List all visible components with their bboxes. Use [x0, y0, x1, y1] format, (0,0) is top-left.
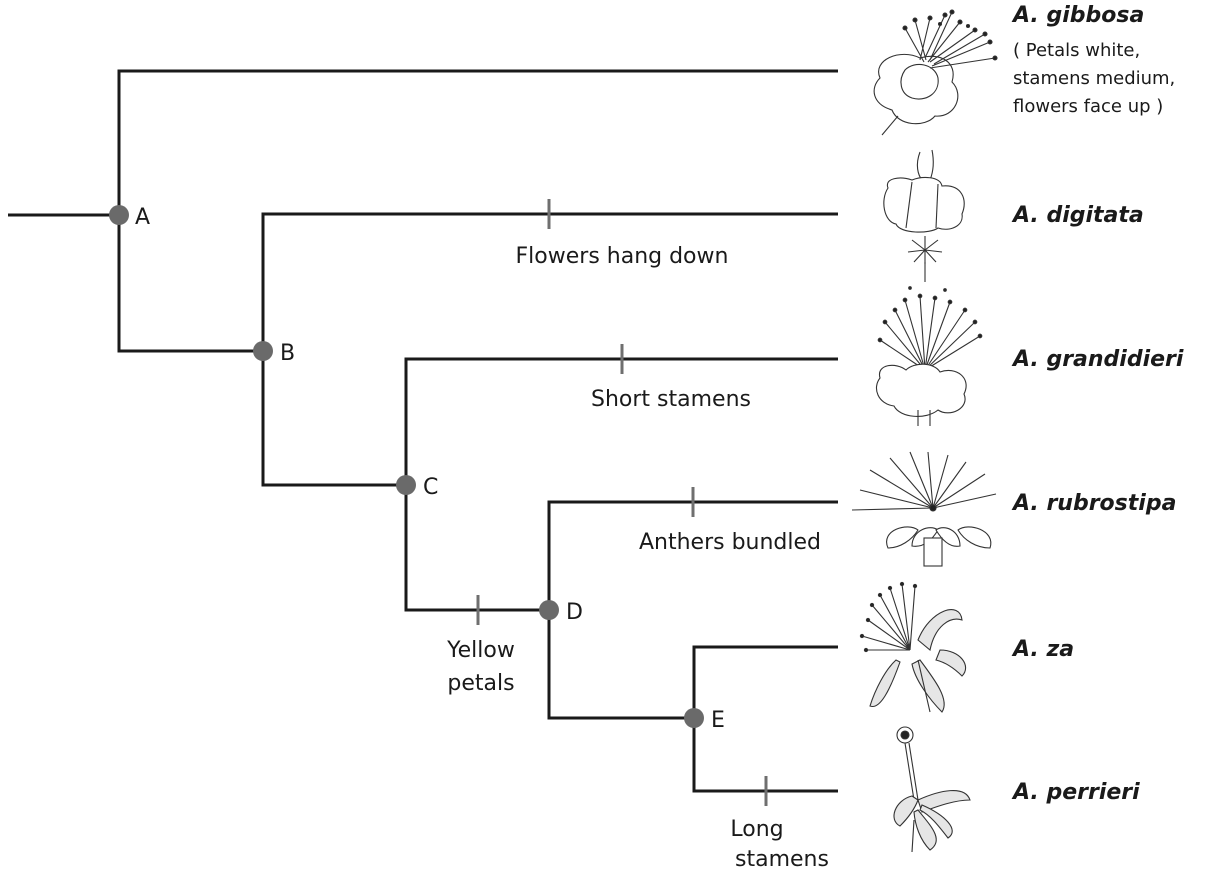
taxon-perrieri-name: A. perrieri — [1011, 780, 1140, 805]
node-d-label: D — [566, 600, 583, 625]
node-c-label: C — [423, 475, 438, 500]
taxon-gibbosa-note-3: flowers face up ) — [1013, 96, 1163, 117]
flower-gibbosa-icon — [874, 10, 997, 135]
flower-perrieri-icon — [894, 727, 970, 852]
taxon-digitata-name: A. digitata — [1011, 203, 1144, 228]
node-b-label: B — [280, 341, 295, 366]
trait-labels: Flowers hang down Short stamens Anthers … — [446, 244, 829, 871]
flower-grandidieri-icon — [876, 287, 981, 426]
taxon-gibbosa-note-2: stamens medium, — [1013, 68, 1175, 89]
branch-gibbosa — [119, 71, 838, 215]
branch-rubrostipa — [549, 502, 838, 610]
tree-branches — [8, 71, 838, 791]
taxon-labels: A. gibbosa ( Petals white, stamens mediu… — [1011, 3, 1184, 805]
trait-long-line2: stamens — [735, 847, 829, 871]
taxon-za-name: A. za — [1011, 637, 1074, 662]
tree-nodes: A B C D E — [109, 205, 725, 733]
branch-d-to-e — [549, 610, 694, 718]
taxon-grandidieri-name: A. grandidieri — [1011, 347, 1184, 372]
node-e-label: E — [711, 708, 725, 733]
taxon-rubrostipa-name: A. rubrostipa — [1011, 491, 1176, 516]
branch-b-to-c — [263, 351, 406, 485]
trait-flowers-hang-down: Flowers hang down — [516, 244, 729, 269]
node-c-dot — [396, 475, 416, 495]
node-e-dot — [684, 708, 704, 728]
node-b-dot — [253, 341, 273, 361]
flower-rubrostipa-icon — [852, 452, 996, 566]
trait-long-line1: Long — [730, 817, 783, 842]
trait-short-stamens: Short stamens — [591, 387, 751, 412]
branch-c-to-d — [406, 485, 549, 610]
trait-yellow-line1: Yellow — [446, 638, 515, 663]
trait-anthers-bundled: Anthers bundled — [639, 530, 821, 555]
flower-za-icon — [860, 582, 965, 712]
node-a-label: A — [135, 205, 150, 230]
branch-grandidieri — [406, 359, 838, 485]
taxon-gibbosa-name: A. gibbosa — [1011, 3, 1144, 28]
branch-a-to-b — [119, 215, 263, 351]
flower-digitata-icon — [884, 150, 964, 282]
node-d-dot — [539, 600, 559, 620]
trait-yellow-line2: petals — [447, 671, 514, 696]
branch-digitata — [263, 214, 838, 351]
node-a-dot — [109, 205, 129, 225]
taxon-gibbosa-note-1: ( Petals white, — [1013, 40, 1140, 61]
